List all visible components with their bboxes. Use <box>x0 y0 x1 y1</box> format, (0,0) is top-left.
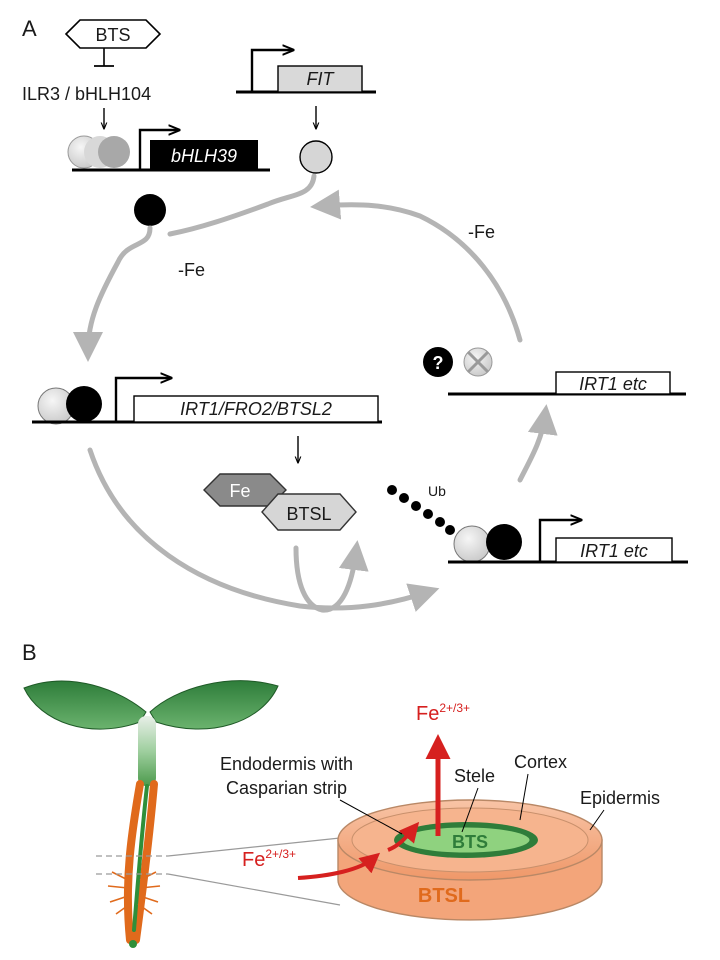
irt1-etc-top-label: IRT1 etc <box>579 374 647 394</box>
bhlh39-label: bHLH39 <box>171 146 237 166</box>
degraded-protein-icon <box>463 347 493 377</box>
irt1-bottom-promoter-arrow <box>538 520 580 562</box>
panel-b-label: B <box>22 640 37 665</box>
irt1-top-box <box>555 371 671 395</box>
irt1-etc-top-gene: ? IRT1 etc <box>423 347 686 396</box>
cortex-leader <box>519 773 529 821</box>
fit-promoter-arrow <box>250 50 292 92</box>
fe-left-label: Fe2+/3+ <box>242 847 296 871</box>
hypocotyl <box>138 716 156 786</box>
bhlh104-protein <box>98 136 130 168</box>
cycle-arrow-left <box>73 225 153 362</box>
endodermis-label-1: Endodermis with <box>220 754 353 774</box>
fe-btsl-complex: Fe BTSL <box>203 473 357 531</box>
cycle-connector-fit <box>167 173 317 237</box>
fe-hexagon <box>203 473 287 507</box>
fe-top-sup: 2+/3+ <box>439 701 470 715</box>
btsl-hexagon <box>261 493 357 531</box>
irt1-fro2-label: IRT1/FRO2/BTSL2 <box>180 399 332 419</box>
bhlh39-gene: bHLH39 <box>67 130 270 172</box>
endodermis-label-2: Casparian strip <box>226 778 347 798</box>
cycle-arrow-top-right <box>310 189 523 343</box>
cycle-arrow-right <box>517 404 558 483</box>
bts-center-label: BTS <box>452 832 488 852</box>
minus-fe-left: -Fe <box>178 260 205 280</box>
bts-label: BTS <box>95 25 130 45</box>
root-epidermis-left <box>123 780 144 944</box>
ilr3-label: ILR3 / bHLH104 <box>22 84 151 104</box>
fit-box <box>277 65 363 93</box>
fit-gene: FIT <box>236 50 376 94</box>
fit-protein <box>299 140 333 174</box>
bhlh39-protein-ub <box>486 524 522 560</box>
leaf-right <box>149 680 279 730</box>
panel-a-label: A <box>22 16 37 41</box>
irt1-etc-bottom-label: IRT1 etc <box>580 541 648 561</box>
fe-top-text: Fe <box>416 703 439 725</box>
ubiquitin-chain <box>387 485 455 535</box>
seedling-illustration <box>23 680 279 948</box>
stele-leader <box>461 787 479 833</box>
fit-protein-ub <box>453 525 491 563</box>
question-mark: ? <box>433 353 444 373</box>
root-hairs <box>107 871 161 915</box>
irt1-box <box>133 395 379 423</box>
epidermis-label: Epidermis <box>580 788 660 808</box>
ub-label: Ub <box>428 483 446 499</box>
irt1-etc-bottom-gene: Ub IRT1 etc <box>387 483 688 564</box>
fe-left-sup: 2+/3+ <box>265 847 296 861</box>
fit-label: FIT <box>307 69 336 89</box>
fe-hex-label: Fe <box>229 481 250 501</box>
question-circle <box>423 347 453 377</box>
bhlh39-box <box>150 140 258 170</box>
cortex-label: Cortex <box>514 752 567 772</box>
btsl-loop-arrow <box>293 540 369 613</box>
bts-hexagon: BTS <box>64 19 162 49</box>
leaf-left <box>23 680 147 730</box>
bhlh39-protein <box>134 194 166 226</box>
stele-label: Stele <box>454 766 495 786</box>
fe-uptake-arrow <box>297 852 381 880</box>
epidermis-leader <box>589 809 605 831</box>
bhlh39-protein-bound <box>66 386 102 422</box>
root-tip <box>129 940 137 948</box>
fe-flux-arrows <box>297 734 451 880</box>
irt1-promoter-arrow <box>114 378 170 422</box>
fe-top-label: Fe2+/3+ <box>416 701 470 725</box>
fe-inner-arrow <box>387 821 420 852</box>
btsl-hex-label: BTSL <box>286 504 331 524</box>
root-epidermis-right <box>132 780 158 944</box>
irt1-bottom-box <box>555 537 673 563</box>
endodermis-leader <box>339 799 403 835</box>
irt1-fro2-btsl2-gene: IRT1/FRO2/BTSL2 <box>32 378 382 425</box>
zoom-lines <box>96 837 341 906</box>
bhlh39-promoter-arrow <box>138 130 178 170</box>
fe-left-text: Fe <box>242 849 265 871</box>
cycle-arrow-bottom <box>87 447 440 612</box>
regulatory-cycle <box>73 173 558 613</box>
btsl-ring-label: BTSL <box>418 885 470 907</box>
root-cross-section: BTS BTSL <box>337 799 603 921</box>
minus-fe-right: -Fe <box>468 222 495 242</box>
